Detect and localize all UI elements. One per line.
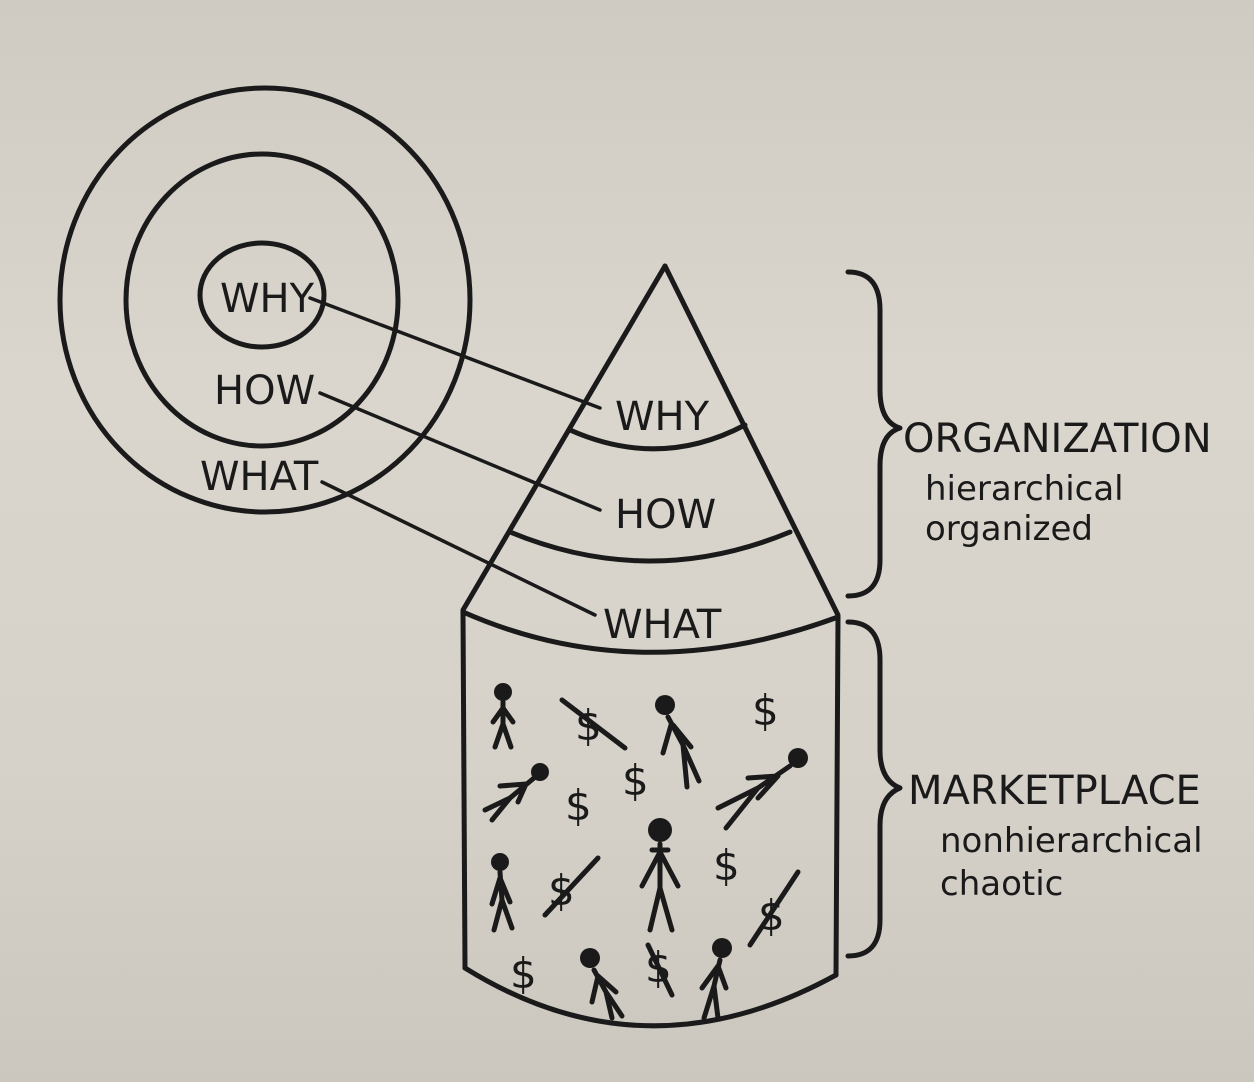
dollar-strike-5: [542, 855, 601, 918]
cylinder-top-rim: [460, 609, 841, 655]
dollar-sign-2: $: [752, 686, 779, 735]
circle-label-why: WHY: [220, 276, 315, 322]
connector-how: [318, 391, 602, 512]
stick-figure-8: [699, 938, 732, 1021]
cylinder-right-side: [833, 614, 841, 978]
cone: WHY HOW WHAT: [460, 263, 841, 648]
marketplace-brace: [845, 619, 903, 959]
dollar-strike-9: [645, 942, 675, 998]
marketplace-title: MARKETPLACE: [908, 768, 1201, 814]
cylinder: [460, 609, 841, 1029]
stick-figure-1: [490, 683, 516, 750]
dollar-sign-8: $: [510, 949, 537, 998]
outer-circle-what: [57, 85, 473, 515]
dollar-strike-7: [747, 869, 801, 948]
cone-label-why: WHY: [615, 394, 710, 440]
stick-figure-3: [482, 763, 549, 823]
cone-band-how: [507, 529, 793, 564]
organization-subtitle-2: organized: [925, 509, 1093, 549]
connector-why: [308, 296, 602, 410]
dollar-sign-6: $: [713, 841, 740, 890]
organization-title: ORGANIZATION: [903, 416, 1212, 462]
stick-figure-6: [489, 853, 515, 933]
cone-left-edge: [460, 263, 668, 613]
organization-brace: [845, 269, 903, 599]
golden-circle: WHY HOW WHAT: [57, 85, 473, 515]
stick-figure-7: [580, 948, 625, 1021]
connector-what: [320, 480, 597, 617]
organization-labels: ORGANIZATION hierarchical organized: [903, 416, 1212, 549]
stick-figure-4: [715, 748, 808, 831]
dollar-sign-4: $: [622, 756, 649, 805]
marketplace-labels: MARKETPLACE nonhierarchical chaotic: [908, 768, 1203, 904]
cylinder-left-side: [460, 609, 468, 971]
dollar-strike-1: [559, 697, 628, 751]
stick-figure-2: [655, 695, 702, 790]
marketplace-subtitle-2: chaotic: [940, 864, 1063, 904]
cone-right-edge: [662, 263, 841, 618]
dollar-sign-3: $: [565, 781, 592, 830]
marketplace-subtitle-1: nonhierarchical: [940, 821, 1203, 861]
marketplace-figures: [482, 683, 808, 1021]
middle-circle-how: [123, 151, 401, 449]
connector-lines: [308, 296, 602, 617]
stick-figure-5: [639, 818, 681, 933]
cone-label-how: HOW: [615, 492, 716, 538]
inner-circle-why: [197, 240, 327, 350]
organization-subtitle-1: hierarchical: [925, 469, 1124, 509]
cone-band-why: [567, 422, 748, 452]
cylinder-bottom-rim: [462, 965, 839, 1029]
cone-label-what: WHAT: [603, 602, 722, 648]
circle-label-how: HOW: [214, 368, 315, 414]
braces: [845, 269, 903, 959]
marketplace-dollars: $ $ $ $ $ $ $ $ $: [510, 686, 801, 998]
circle-label-what: WHAT: [200, 454, 319, 500]
